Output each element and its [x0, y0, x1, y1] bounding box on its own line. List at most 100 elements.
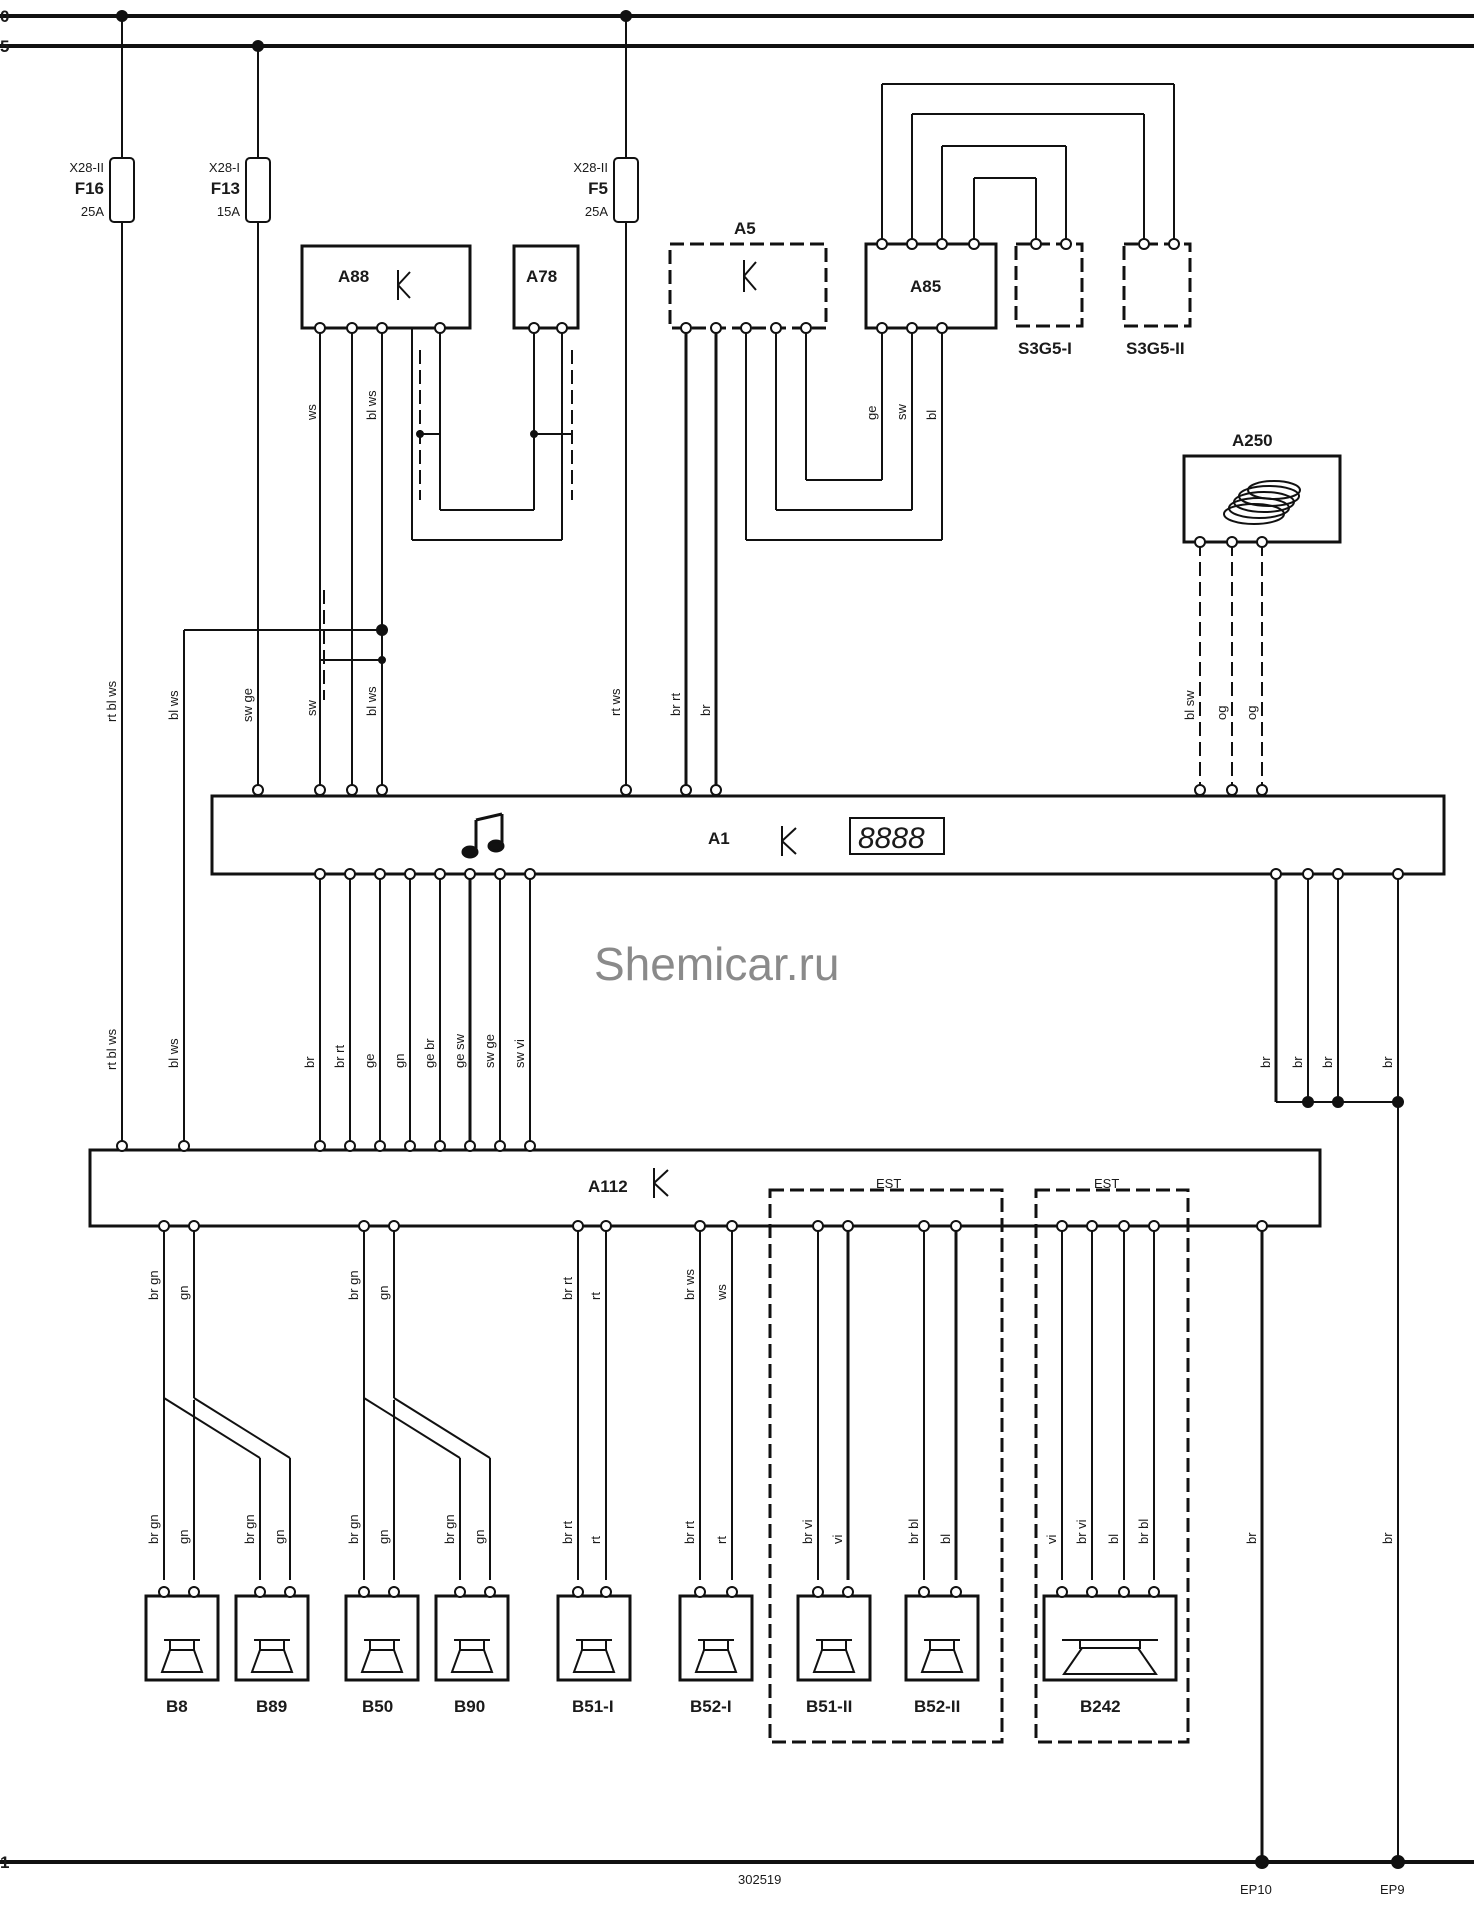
wire-label: ws — [304, 404, 319, 421]
wire-label: ge br — [422, 1038, 437, 1068]
est-1-label: EST — [876, 1176, 901, 1191]
wire-label: gn — [376, 1530, 391, 1544]
speaker-label: B8 — [166, 1697, 188, 1716]
wire-label: bl ws — [166, 690, 181, 720]
wire-label: br gn — [146, 1514, 161, 1544]
wire-label: rt bl ws — [104, 1028, 119, 1070]
wire-label: og — [1214, 706, 1229, 720]
a1-display-text: 8888 — [858, 822, 925, 855]
watermark: Shemicar.ru — [594, 938, 839, 990]
wire-label: bl ws — [364, 390, 379, 420]
wire-label: br rt — [560, 1521, 575, 1545]
a78-label: A78 — [526, 267, 557, 286]
a1-label: A1 — [708, 829, 730, 848]
speaker-b51-2 — [796, 1594, 872, 1682]
fuse-f13-amp: 15A — [217, 204, 240, 219]
wire-label: br gn — [346, 1270, 361, 1300]
ground-ep10-label: EP10 — [1240, 1882, 1272, 1897]
speaker-label: B242 — [1080, 1697, 1121, 1716]
rail-label-top1: 0 — [0, 7, 9, 26]
wire-label: bl — [938, 1534, 953, 1544]
speaker-label: B51-II — [806, 1697, 852, 1716]
speaker-label: B89 — [256, 1697, 287, 1716]
fuse-f16-name: F16 — [75, 179, 104, 198]
wire-label: vi — [1044, 1535, 1059, 1545]
wire-label: br gn — [146, 1270, 161, 1300]
wire-label: gn — [176, 1530, 191, 1544]
est-2-label: EST — [1094, 1176, 1119, 1191]
wire-label: br — [1244, 1532, 1259, 1544]
cd-changer-icon — [1223, 480, 1301, 525]
speaker-b52-2 — [904, 1594, 980, 1682]
wire-label: br gn — [242, 1514, 257, 1544]
wire-label: sw vi — [512, 1039, 527, 1068]
wire-label: sw ge — [482, 1034, 497, 1068]
wire-label: br — [698, 704, 713, 716]
wire-label: bl ws — [364, 686, 379, 716]
speaker-label: B90 — [454, 1697, 485, 1716]
fuse-f16-conn: X28-II — [69, 160, 104, 175]
module-a5 — [668, 242, 828, 330]
a5-label: A5 — [734, 219, 756, 238]
wire-label: rt bl ws — [104, 680, 119, 722]
module-a85 — [864, 242, 998, 330]
speaker-label: B50 — [362, 1697, 393, 1716]
wire-label: br bl — [1136, 1519, 1151, 1544]
ground-ep9-label: EP9 — [1380, 1882, 1405, 1897]
speaker-label: B52-II — [914, 1697, 960, 1716]
wire-label: br vi — [1074, 1519, 1089, 1544]
wire-label: br gn — [346, 1514, 361, 1544]
wire-label: bl — [1106, 1534, 1121, 1544]
module-a78 — [512, 244, 580, 330]
wire-label: br — [1380, 1532, 1395, 1544]
wire-label: br — [1290, 1056, 1305, 1068]
a85-label: A85 — [910, 277, 941, 296]
speaker-b50 — [344, 1594, 420, 1682]
speaker-b51-1 — [556, 1594, 632, 1682]
wire-label: br — [1320, 1056, 1335, 1068]
wire-label: vi — [830, 1535, 845, 1545]
module-a112 — [88, 1148, 1322, 1228]
switch-s3g5-1 — [1014, 242, 1084, 328]
fuse-f5-name: F5 — [588, 179, 608, 198]
fuse-f5 — [613, 157, 639, 223]
speaker-label: B51-I — [572, 1697, 614, 1716]
speaker-b242 — [1042, 1594, 1178, 1682]
wire-label: gn — [472, 1530, 487, 1544]
wire-label: bl ws — [166, 1038, 181, 1068]
wire-label: br gn — [442, 1514, 457, 1544]
wire-label: sw — [304, 700, 319, 717]
wire-label: sw ge — [240, 688, 255, 722]
wire-label: br — [302, 1056, 317, 1068]
wire-label: br — [1258, 1056, 1273, 1068]
wire-label: br rt — [560, 1277, 575, 1301]
wire-label: rt — [714, 1536, 729, 1544]
wire-label: gn — [392, 1054, 407, 1068]
wire-label: gn — [376, 1286, 391, 1300]
wire-label: rt ws — [608, 688, 623, 716]
document-number: 302519 — [738, 1872, 781, 1887]
fuse-f16-amp: 25A — [81, 204, 104, 219]
speaker-label: B52-I — [690, 1697, 732, 1716]
wire-label: ge — [864, 406, 879, 420]
wire-label: br ws — [682, 1268, 697, 1300]
est-box-1 — [768, 1188, 1004, 1744]
wire-label: bl — [924, 410, 939, 420]
wire-label: br rt — [332, 1045, 347, 1069]
wire-label: gn — [272, 1530, 287, 1544]
wire-label: bl sw — [1182, 690, 1197, 720]
rail-label-top2: 5 — [0, 37, 9, 56]
wire-label: sw — [894, 404, 909, 421]
fuse-f13-conn: X28-I — [209, 160, 240, 175]
speaker-b8 — [144, 1594, 220, 1682]
wire-label: rt — [588, 1536, 603, 1544]
module-a88 — [300, 244, 472, 330]
transistor-icon — [397, 260, 797, 1198]
a112-label: A112 — [588, 1177, 628, 1196]
s3g5-2-label: S3G5-II — [1126, 339, 1185, 358]
est-box-2 — [1034, 1188, 1190, 1744]
wire-label: br rt — [682, 1521, 697, 1545]
wire-label: br — [1380, 1056, 1395, 1068]
speaker-b90 — [434, 1594, 510, 1682]
